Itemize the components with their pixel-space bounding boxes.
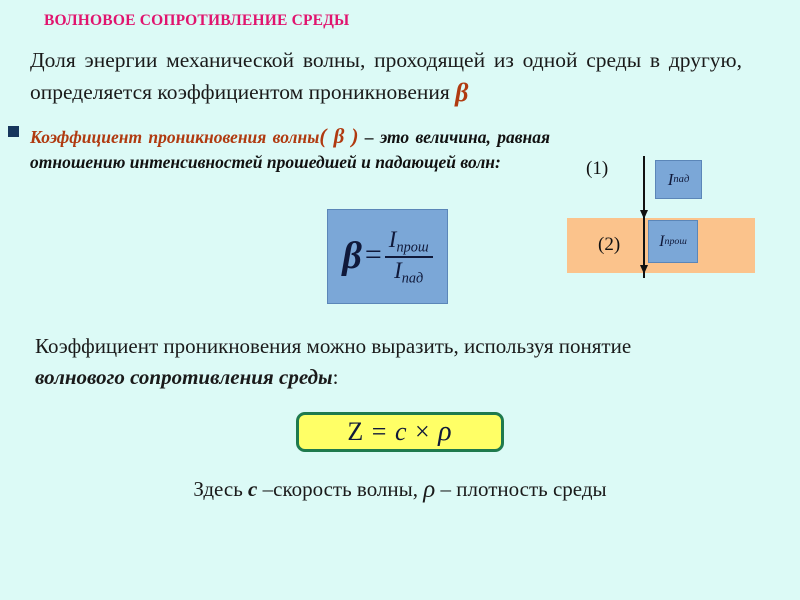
paragraph-intro-text: Доля энергии механической волны, проходя… [30,48,742,104]
medium-1-label: (1) [586,158,609,179]
formula-beta-fraction: Iпрош Iпад [384,227,433,287]
paragraph-intro: Доля энергии механической волны, проходя… [30,44,742,109]
numerator-symbol: I [388,226,397,252]
formula-z-operator: = [371,417,388,446]
formula-z-box: Z = c × ρ [296,412,504,452]
denominator-symbol: I [394,257,402,283]
formula-beta-operator: = [364,237,382,271]
incident-symbol: I [667,169,674,189]
legend-suffix: – плотность среды [435,477,607,501]
transmitted-subscript: прош [664,236,687,247]
legend-var-rho: ρ [423,476,436,503]
definition-beta-paren: ( β ) [319,124,359,148]
numerator-subscript: прош [396,239,429,256]
transmitted-symbol: I [659,232,665,250]
formula-beta-numerator: Iпрош [385,227,433,256]
paragraph-definition: Коэффициент проникновения волны( β ) – э… [30,124,550,175]
incident-subscript: пад [673,174,690,185]
denominator-subscript: пад [401,269,424,286]
formula-beta-lhs: β [342,234,362,277]
impedance-line-2-tail: : [332,365,339,389]
legend-var-c: c [248,477,258,501]
paragraph-impedance: Коэффициент проникновения можно выразить… [35,331,750,393]
formula-beta-box: β = Iпрош Iпад [327,209,448,304]
impedance-emphasis: волнового сопротивления среды [35,365,333,389]
legend-mid: –скорость волны, [257,477,424,501]
legend-line: Здесь c –скорость волны, ρ – плотность с… [0,476,800,504]
beta-symbol-inline: β [455,78,469,107]
square-bullet-icon [8,126,19,137]
formula-beta-denominator: Iпад [390,258,427,287]
page-title: ВОЛНОВОЕ СОПРОТИВЛЕНИЕ СРЕДЫ [44,12,350,29]
ray-arrowhead-interface-icon [640,210,648,219]
formula-z-factor-rho: ρ [438,416,453,447]
fraction-bar [384,255,433,258]
impedance-line-1: Коэффициент проникновения можно выразить… [35,334,632,358]
formula-z-times: × [414,417,431,446]
definition-rest: – это величина, равная отношению интенси… [30,127,551,172]
formula-z-factor-c: c [394,417,408,446]
definition-highlight: Коэффициент проникновения волны [30,127,320,147]
formula-z-lhs: Z [347,417,365,446]
legend-prefix: Здесь [193,477,249,501]
ray-arrowhead-bottom-icon [640,265,648,274]
medium-2-label: (2) [598,234,621,255]
